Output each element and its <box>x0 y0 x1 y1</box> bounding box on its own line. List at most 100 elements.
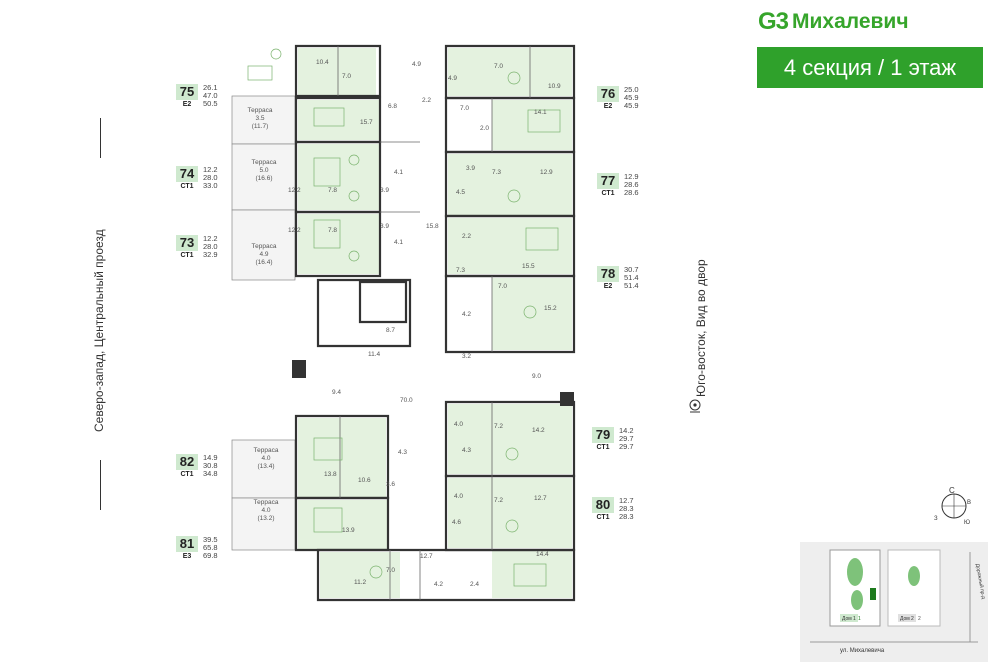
apartment-badge-80[interactable]: 80 СТ1 12.7 28.3 28.3 <box>592 497 642 523</box>
living-area: 25.0 <box>624 85 639 94</box>
apartment-type: Е3 <box>182 553 192 560</box>
room-area: 10.4 <box>316 59 329 66</box>
room-area: 15.5 <box>522 263 535 270</box>
room-area: 4.5 <box>456 189 465 196</box>
room-area: 12.9 <box>540 169 553 176</box>
left-side-label: Северо-запад, Центральный проезд <box>92 229 106 432</box>
total-area: 45.9 <box>624 93 639 102</box>
total-area: 28.0 <box>203 242 218 251</box>
terrace-82[interactable]: Терраса 4.0 (13.4) <box>231 439 296 499</box>
room-area: 15.8 <box>426 223 439 230</box>
room-area: 2.2 <box>422 97 431 104</box>
room-area: 2.2 <box>462 233 471 240</box>
area-with-terrace: 28.3 <box>619 512 634 521</box>
terrace-label: Терраса <box>254 499 279 506</box>
terrace-area: 4.0 <box>261 455 270 462</box>
terrace-label: Терраса <box>254 447 279 454</box>
total-area: 65.8 <box>203 543 218 552</box>
room-area: 9.0 <box>532 373 541 380</box>
room-fills <box>298 48 572 598</box>
living-area: 12.2 <box>203 165 218 174</box>
room-area: 4.6 <box>452 519 461 526</box>
apartment-badge-74[interactable]: 74 СТ1 12.2 28.0 33.0 <box>176 166 226 192</box>
area-with-terrace: 34.8 <box>203 469 218 478</box>
room-area: 4.3 <box>462 447 471 454</box>
apartment-badge-76[interactable]: 76 Е2 25.0 45.9 45.9 <box>597 86 647 112</box>
area-with-terrace: 69.8 <box>203 551 218 560</box>
room-area: 7.3 <box>492 169 501 176</box>
room-area: 7.3 <box>456 267 465 274</box>
area-with-terrace: 51.4 <box>624 281 639 290</box>
room-area: 7.8 <box>328 187 337 194</box>
room-area: 4.1 <box>394 169 403 176</box>
apartment-number: 76 <box>597 86 619 102</box>
apartment-badge-78[interactable]: 78 Е2 30.7 51.4 51.4 <box>597 266 647 292</box>
apartment-badge-73[interactable]: 73 СТ1 12.2 28.0 32.9 <box>176 235 226 261</box>
logo-text: Михалевич <box>792 10 909 33</box>
apartment-number: 77 <box>597 173 619 189</box>
current-section-marker <box>870 588 876 600</box>
location-pin-icon <box>689 399 701 413</box>
compass-north: С <box>949 486 955 495</box>
room-area: 7.8 <box>328 227 337 234</box>
apartment-badge-79[interactable]: 79 СТ1 14.2 29.7 29.7 <box>592 427 642 453</box>
terrace-75[interactable]: Терраса 3.5 (11.7) <box>231 95 296 145</box>
apartment-badge-75[interactable]: 75 Е2 26.1 47.0 50.5 <box>176 84 226 110</box>
living-area: 12.2 <box>203 234 218 243</box>
terrace-total: (11.7) <box>252 123 269 130</box>
apartment-badge-77[interactable]: 77 СТ1 12.9 28.6 28.6 <box>597 173 647 199</box>
house-1-number: 1 <box>858 616 861 622</box>
living-area: 12.7 <box>619 496 634 505</box>
total-area: 30.8 <box>203 461 218 470</box>
terrace-total: (16.4) <box>256 259 273 266</box>
left-divider-bottom <box>100 460 101 510</box>
apartment-type: Е2 <box>182 101 192 108</box>
terrace-label: Терраса <box>252 159 277 166</box>
room-area: 7.2 <box>494 423 503 430</box>
apartment-type: СТ1 <box>596 514 610 521</box>
room-area: 4.0 <box>454 421 463 428</box>
room-area: 4.0 <box>454 493 463 500</box>
apartment-number: 75 <box>176 84 198 100</box>
compass-west: З <box>934 516 938 522</box>
street-bottom-label: ул. Михалевича <box>840 648 885 654</box>
living-area: 12.9 <box>624 172 639 181</box>
room-area: 7.2 <box>494 497 503 504</box>
terrace-74[interactable]: Терраса 5.0 (16.6) <box>231 143 296 211</box>
room-area: 11.4 <box>368 351 381 358</box>
apartment-badge-82[interactable]: 82 СТ1 14.9 30.8 34.8 <box>176 454 226 480</box>
total-area: 47.0 <box>203 91 218 100</box>
room-area: 4.9 <box>448 75 457 82</box>
column <box>292 360 306 378</box>
area-with-terrace: 45.9 <box>624 101 639 110</box>
room-area: 9.4 <box>332 389 341 396</box>
room-area: 13.8 <box>324 471 337 478</box>
room-area: 15.2 <box>544 305 557 312</box>
room-area: 11.2 <box>354 579 367 586</box>
room-area: 3.9 <box>380 187 389 194</box>
area-with-terrace: 29.7 <box>619 442 634 451</box>
terrace-area: 5.0 <box>259 167 268 174</box>
total-area: 28.0 <box>203 173 218 182</box>
living-area: 14.2 <box>619 426 634 435</box>
terrace-73[interactable]: Терраса 4.9 (16.4) <box>231 209 296 281</box>
room-area: 2.0 <box>480 125 489 132</box>
apartment-type: Е2 <box>603 103 613 110</box>
apartment-type: СТ1 <box>180 183 194 190</box>
terrace-81[interactable]: Терраса 4.0 (13.2) <box>231 497 296 551</box>
compass-icon: С В З Ю <box>934 486 971 526</box>
terrace-area: 4.9 <box>259 251 268 258</box>
apartment-number: 80 <box>592 497 614 513</box>
site-minimap: Дом 1 Дом 2 1 2 ул. Михалевича Дорожный … <box>800 542 988 662</box>
area-with-terrace: 33.0 <box>203 181 218 190</box>
terrace-total: (13.4) <box>258 463 275 470</box>
area-with-terrace: 50.5 <box>203 99 218 108</box>
apartment-badge-81[interactable]: 81 Е3 39.5 65.8 69.8 <box>176 536 226 562</box>
compass-south: Ю <box>964 520 970 526</box>
room-area: 7.0 <box>460 105 469 112</box>
terrace-label: Терраса <box>252 243 277 250</box>
furniture <box>247 48 561 587</box>
street-right-label: Дорожный пр-д <box>974 563 987 599</box>
apartment-number: 74 <box>176 166 198 182</box>
right-side-label: Юго-восток, Вид во двор <box>694 259 708 397</box>
